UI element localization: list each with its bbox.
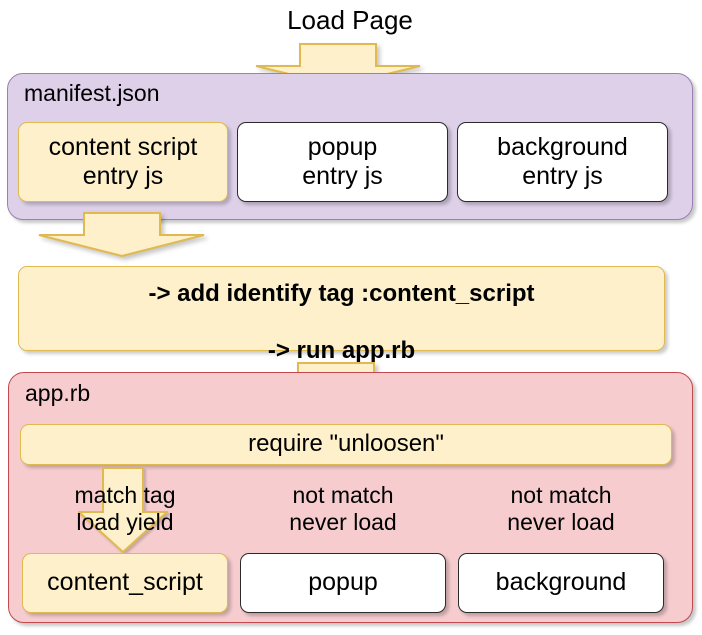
identify-tag-step[interactable]: -> add identify tag :content_script -> r…: [18, 266, 665, 364]
annotation-popup: not match never load: [289, 481, 397, 535]
identify-tag-line-1: -> add identify tag :content_script: [148, 252, 534, 309]
app-module-popup[interactable]: popup: [240, 553, 446, 613]
app-rb-title: app.rb: [25, 380, 91, 406]
run-apprb-line: -> run app.rb: [268, 309, 415, 366]
app-module-background[interactable]: background: [458, 553, 664, 613]
manifest-json-title: manifest.json: [24, 80, 160, 106]
arrow-manifest-to-identify-tag: [38, 212, 205, 257]
require-unloosen-box[interactable]: require "unloosen": [20, 424, 672, 465]
manifest-entry-popup[interactable]: popup entry js: [237, 122, 448, 202]
annotation-background: not match never load: [507, 481, 615, 535]
identify-tag-symbol: :content_script: [361, 280, 535, 308]
manifest-entry-content-script[interactable]: content script entry js: [18, 122, 228, 202]
app-module-content-script[interactable]: content_script: [22, 553, 228, 613]
annotation-content-script: match tag load yield: [74, 481, 176, 535]
identify-tag-arrow-prefix: -> add identify tag: [148, 280, 362, 308]
arrow-match-tag-to-content-script: [78, 467, 168, 553]
diagram-title: Load Page: [287, 4, 413, 35]
manifest-entry-background[interactable]: background entry js: [457, 122, 668, 202]
run-apprb-text: -> run app.rb: [267, 336, 416, 364]
